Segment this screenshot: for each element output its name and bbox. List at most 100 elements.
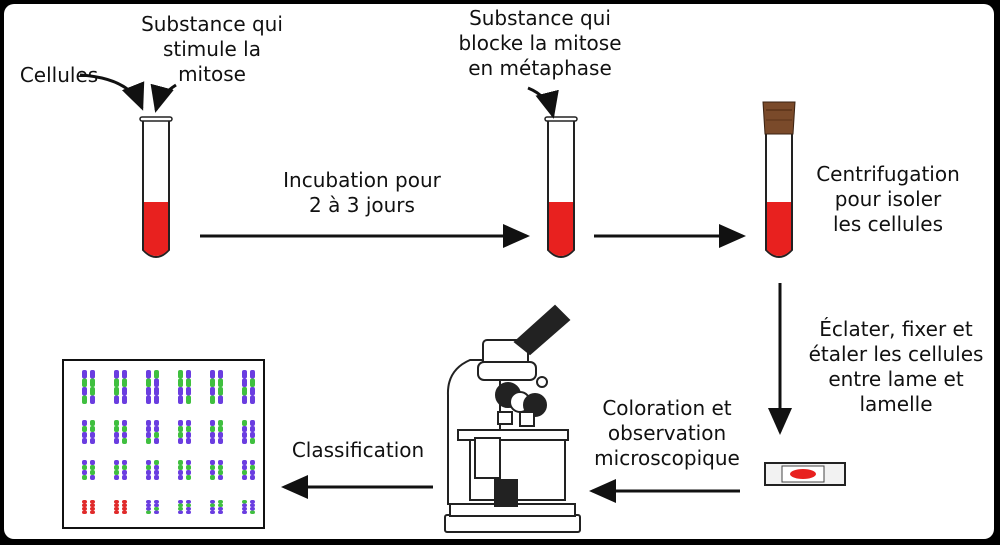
chromosome-band [90, 420, 95, 426]
chromosome-band [242, 503, 247, 507]
chromosome-band [114, 465, 119, 470]
chromosome-band [146, 426, 151, 432]
chromosome-band [146, 370, 151, 379]
chromosome-band [178, 475, 183, 480]
chromosome-band [218, 503, 223, 507]
chromosome-band [122, 426, 127, 432]
chromosome-band [250, 426, 255, 432]
chromosome-band [90, 507, 95, 511]
chromosome-band [242, 432, 247, 438]
chromosome-band [178, 460, 183, 465]
chromosome-band [210, 470, 215, 475]
chromosome-band [250, 465, 255, 470]
chromosome-band [122, 510, 127, 514]
chromosome-band [114, 432, 119, 438]
chromosome-band [154, 460, 159, 465]
chromosome-band [82, 507, 87, 511]
chromosome-band [146, 395, 151, 404]
chromosome-band [82, 470, 87, 475]
chromosome-band [242, 438, 247, 444]
chromosome-band [82, 510, 87, 514]
chromosome-band [114, 475, 119, 480]
chromosome-band [146, 507, 151, 511]
chromosome-band [218, 387, 223, 396]
chromosome-band [114, 503, 119, 507]
chromosome-band [186, 503, 191, 507]
chromosome-band [186, 387, 191, 396]
chromosome-band [114, 426, 119, 432]
chromosome-band [146, 432, 151, 438]
chromosome-band [210, 510, 215, 514]
label-centrifugation: Centrifugation pour isoler les cellules [816, 162, 960, 236]
chromosome-band [186, 507, 191, 511]
label-staining: Coloration et observation microscopique [594, 396, 740, 470]
chromosome-band [114, 395, 119, 404]
chromosome-band [178, 465, 183, 470]
chromosome-band [122, 500, 127, 504]
chromosome-band [178, 470, 183, 475]
chromosome-band [82, 378, 87, 387]
chromosome-band [90, 500, 95, 504]
chromosome-band [186, 465, 191, 470]
chromosome-band [186, 500, 191, 504]
chromosome-band [114, 507, 119, 511]
chromosome-band [178, 370, 183, 379]
chromosome-band [122, 470, 127, 475]
chromosome-band [250, 510, 255, 514]
chromosome-band [122, 507, 127, 511]
chromosome-band [90, 395, 95, 404]
chromosome-band [154, 370, 159, 379]
chromosome-band [218, 460, 223, 465]
chromosome-band [242, 370, 247, 379]
chromosome-band [250, 432, 255, 438]
chromosome-band [90, 510, 95, 514]
chromosome-band [250, 438, 255, 444]
chromosome-band [90, 475, 95, 480]
chromosome-band [154, 475, 159, 480]
chromosome-band [218, 470, 223, 475]
chromosome-band [250, 370, 255, 379]
chromosome-band [250, 387, 255, 396]
chromosome-band [242, 426, 247, 432]
chromosome-band [114, 420, 119, 426]
chromosome-band [242, 387, 247, 396]
chromosome-band [178, 378, 183, 387]
chromosome-band [186, 426, 191, 432]
chromosome-band [154, 470, 159, 475]
chromosome-band [218, 510, 223, 514]
chromosome-band [82, 395, 87, 404]
chromosome-band [242, 378, 247, 387]
chromosome-band [218, 395, 223, 404]
test-tube-2 [544, 116, 578, 258]
chromosome-band [114, 510, 119, 514]
chromosome-band [218, 507, 223, 511]
chromosome-band [242, 470, 247, 475]
chromosome-band [146, 503, 151, 507]
chromosome-band [154, 510, 159, 514]
chromosome-band [210, 465, 215, 470]
chromosome-band [90, 370, 95, 379]
chromosome-band [218, 438, 223, 444]
chromosome-band [250, 503, 255, 507]
chromosome-band [154, 378, 159, 387]
chromosome-band [250, 507, 255, 511]
chromosome-band [218, 370, 223, 379]
chromosome-band [146, 460, 151, 465]
chromosome-band [250, 460, 255, 465]
label-classification: Classification [291, 438, 425, 462]
chromosome-band [154, 387, 159, 396]
chromosome-band [154, 395, 159, 404]
karyotype-card [62, 359, 265, 529]
chromosome-band [210, 507, 215, 511]
chromosome-band [250, 475, 255, 480]
chromosome-band [82, 460, 87, 465]
corked-test-tube [762, 101, 796, 258]
label-burst-fix: Éclater, fixer et étaler les cellules en… [808, 317, 984, 416]
chromosome-band [210, 460, 215, 465]
chromosome-band [178, 395, 183, 404]
chromosome-band [122, 465, 127, 470]
chromosome-band [114, 470, 119, 475]
chromosome-band [90, 432, 95, 438]
